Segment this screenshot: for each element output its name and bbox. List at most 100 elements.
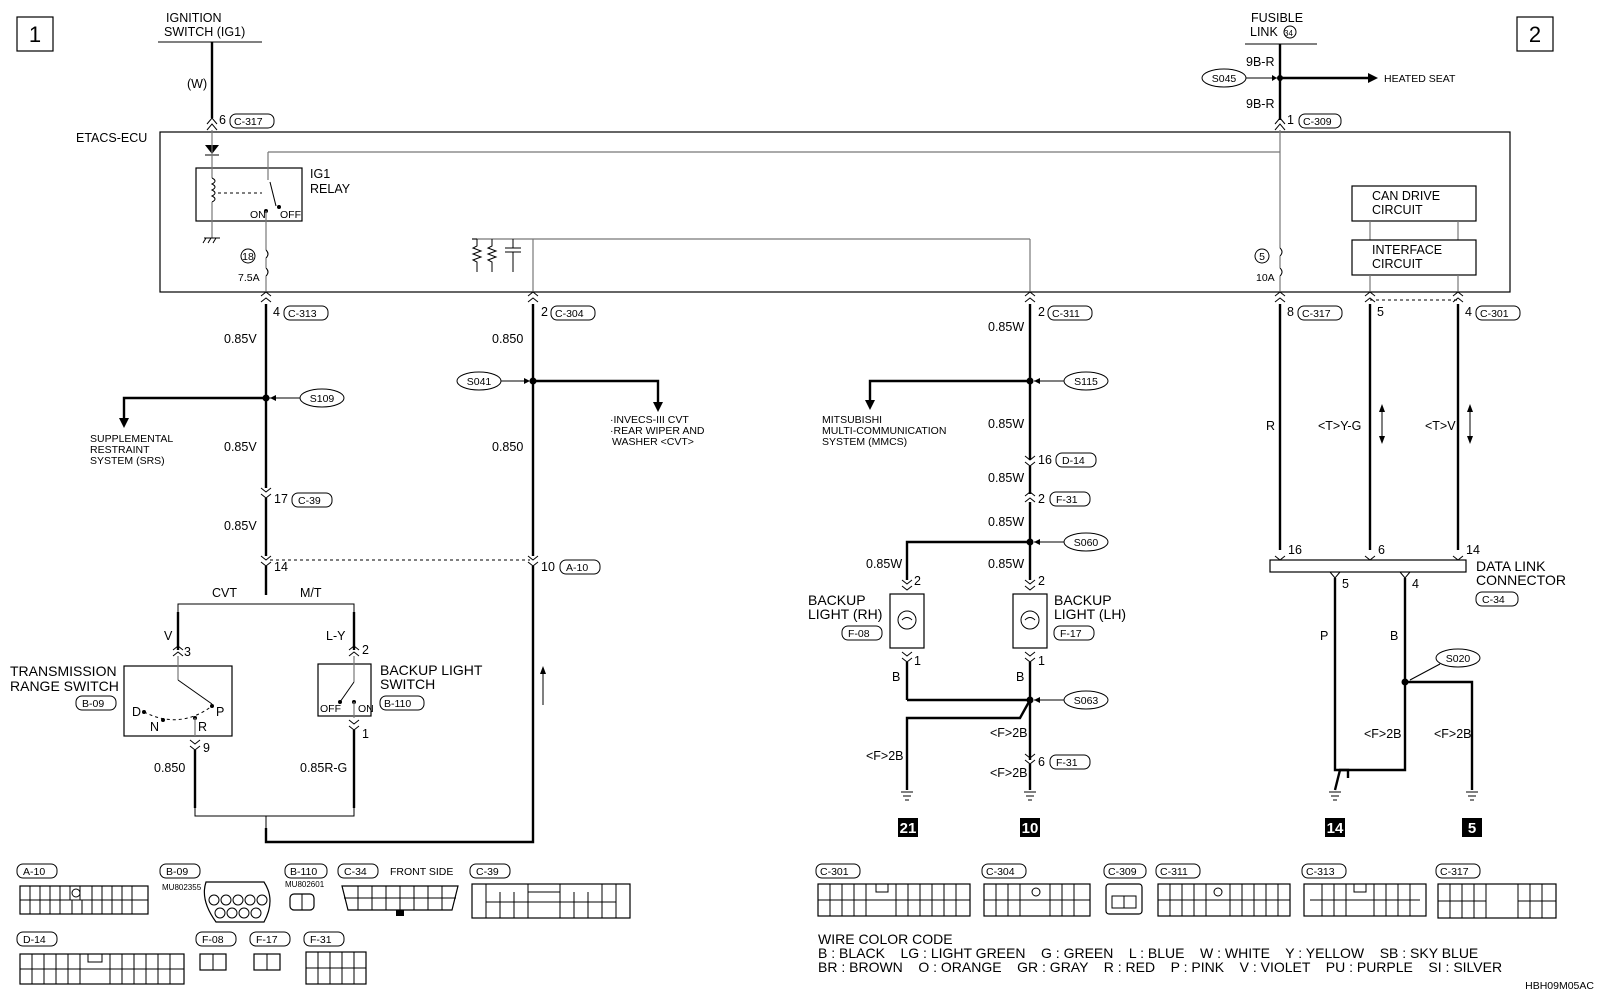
connector-view-c317: C-317 xyxy=(1435,863,1557,919)
conn-c317-top-id: C-317 xyxy=(234,116,263,128)
splice-s045: S045 xyxy=(1212,73,1237,85)
etacs-ecu-box xyxy=(159,131,1511,293)
can-drive-circuit-box xyxy=(1351,185,1477,222)
wire-085v-b: 0.85V xyxy=(224,440,257,454)
wire-b-a: B xyxy=(892,670,900,684)
dlc-pin-4: 4 xyxy=(1412,577,1419,591)
wire-9br-b: 9B-R xyxy=(1246,97,1274,111)
svg-text:2: 2 xyxy=(541,305,548,319)
ig1-relay-label-2: RELAY xyxy=(310,182,351,196)
bulb-lh-icon xyxy=(1020,610,1040,630)
connector-view-c301: C-301 xyxy=(815,863,971,917)
wire-085w-b: 0.85W xyxy=(988,417,1024,431)
wire-r: R xyxy=(1266,419,1275,433)
svg-text:FRONT SIDE: FRONT SIDE xyxy=(390,866,453,878)
cvt-label: CVT xyxy=(212,586,237,600)
page-number-right: 2 xyxy=(1529,22,1541,47)
svg-text:8: 8 xyxy=(1287,305,1294,319)
wire-085w-f: 0.85W xyxy=(988,557,1024,571)
conn-c317-top-pin: 6 xyxy=(219,113,226,127)
connector-view-c313: C-313 xyxy=(1301,863,1427,917)
splice-s109: S109 xyxy=(310,393,335,405)
connector-view-c309: C-309 xyxy=(1103,863,1147,915)
wire-p: P xyxy=(1320,629,1328,643)
bl-lh-label-1: BACKUP xyxy=(1054,592,1112,608)
fuse-5-amp: 10A xyxy=(1256,272,1275,284)
svg-text:C-317: C-317 xyxy=(1302,308,1331,320)
connector-view-c34: C-34 FRONT SIDE xyxy=(337,863,459,916)
svg-text:C-301: C-301 xyxy=(820,866,849,878)
data-link-connector-box xyxy=(1269,559,1467,573)
dlc-pin-5: 5 xyxy=(1342,577,1349,591)
conn-c39-id: C-39 xyxy=(298,495,321,507)
mmcs-label-3: SYSTEM (MMCS) xyxy=(822,436,907,448)
fusible-link-label: FUSIBLE xyxy=(1251,11,1303,25)
svg-text:C-317: C-317 xyxy=(1440,866,1469,878)
splice-s060: S060 xyxy=(1074,537,1099,549)
wire-9br-a: 9B-R xyxy=(1246,55,1274,69)
wire-color-code-row-1: B : BLACK LG : LIGHT GREEN G : GREEN L :… xyxy=(818,945,1478,961)
ground-21: 21 xyxy=(900,820,917,837)
ground-10: 10 xyxy=(1022,820,1039,837)
conn-c309-id: C-309 xyxy=(1303,116,1332,128)
fuse-18-icon xyxy=(265,249,269,277)
wire-085o-b: 0.850 xyxy=(492,440,523,454)
can-drive-label-2: CIRCUIT xyxy=(1372,203,1423,217)
srs-label-2: RESTRAINT xyxy=(90,444,150,456)
svg-text:F-08: F-08 xyxy=(202,934,224,946)
wire-color-w: (W) xyxy=(187,77,207,91)
svg-text:C-301: C-301 xyxy=(1480,308,1509,320)
splice-s115: S115 xyxy=(1074,376,1098,388)
bl-lh-id: F-17 xyxy=(1060,628,1082,640)
svg-text:C-311: C-311 xyxy=(1052,308,1080,320)
bls-id: B-110 xyxy=(384,698,411,710)
connector-view-b110: B-110 MU802601 xyxy=(284,863,328,911)
interface-label: INTERFACE xyxy=(1372,243,1442,257)
bl-rh-pin-top: 2 xyxy=(914,574,921,588)
heated-seat-label: HEATED SEAT xyxy=(1384,73,1456,85)
svg-text:F-31: F-31 xyxy=(310,934,332,946)
fusible-link-label-2: LINK xyxy=(1250,25,1278,39)
svg-text:MU802355: MU802355 xyxy=(162,883,202,892)
wire-085w-a: 0.85W xyxy=(988,320,1024,334)
conn-row-c301: 5 4 C-301 xyxy=(1364,291,1521,321)
conn-row-c313: 4 C-313 xyxy=(260,291,329,321)
dlc-label-2: CONNECTOR xyxy=(1476,572,1566,588)
conn-f31b-id: F-31 xyxy=(1056,757,1078,769)
conn-a10-pin: 10 xyxy=(541,560,555,574)
trs-n: N xyxy=(150,720,159,734)
wire-color-code-row-2: BR : BROWN O : ORANGE GR : GRAY R : RED … xyxy=(818,959,1502,975)
svg-text:2: 2 xyxy=(1038,305,1045,319)
conn-c309-pin: 1 xyxy=(1287,113,1294,127)
wire-b-c: B xyxy=(1390,629,1398,643)
svg-text:F-17: F-17 xyxy=(256,934,278,946)
svg-text:4: 4 xyxy=(273,305,280,319)
conn-f31a-id: F-31 xyxy=(1056,494,1078,506)
wire-085o-a: 0.850 xyxy=(492,332,523,346)
diagram-code: HBH09M05AC xyxy=(1525,980,1594,992)
connector-view-c304: C-304 xyxy=(981,863,1091,917)
bl-rh-pin-bot: 1 xyxy=(914,654,921,668)
backup-light-switch-box xyxy=(317,663,372,717)
connector-view-f31: F-31 xyxy=(303,931,367,985)
wire-b-b: B xyxy=(1016,670,1024,684)
svg-text:4: 4 xyxy=(1465,305,1472,319)
wire-085o-c: 0.850 xyxy=(154,761,185,775)
ground-14: 14 xyxy=(1327,820,1344,837)
dlc-label-1: DATA LINK xyxy=(1476,558,1546,574)
page-number-box-right xyxy=(1516,16,1554,52)
wire-085v-c: 0.85V xyxy=(224,519,257,533)
connector-view-c39: C-39 xyxy=(469,863,631,919)
svg-text:C-304: C-304 xyxy=(555,308,584,320)
interface-circuit-box xyxy=(1351,239,1477,276)
bl-lh-pin-bot: 1 xyxy=(1038,654,1045,668)
trs-label-1: TRANSMISSION xyxy=(10,663,117,679)
wire-085v-a: 0.85V xyxy=(224,332,257,346)
fuse-18-num: 18 xyxy=(242,251,254,263)
ig1-relay-box xyxy=(195,167,303,222)
ignition-switch-label-2: SWITCH (IG1) xyxy=(164,25,245,39)
svg-text:B-09: B-09 xyxy=(166,866,188,878)
wire-085rg: 0.85R-G xyxy=(300,761,347,775)
interface-label-2: CIRCUIT xyxy=(1372,257,1423,271)
bls-off: OFF xyxy=(320,703,341,715)
